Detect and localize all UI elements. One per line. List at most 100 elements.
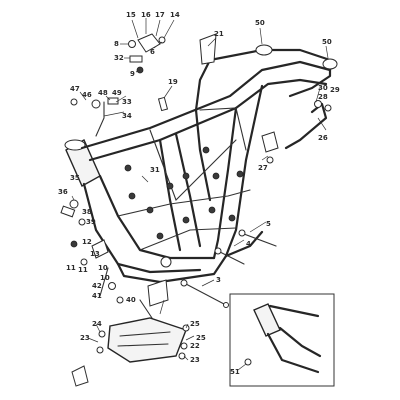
left-side-parts — [60, 199, 172, 331]
bolt-icon — [182, 216, 190, 224]
callout-8: 8 — [114, 40, 119, 48]
bolt-icon — [96, 346, 104, 354]
mount-bracket-icon — [91, 239, 109, 259]
bolt-icon — [228, 214, 236, 222]
callout-10-upper: 10 — [98, 264, 108, 272]
callout-25-upper: 25 — [190, 320, 200, 328]
bolt-icon — [124, 164, 132, 172]
right-side-parts — [180, 100, 332, 308]
callout-11-upper: 11 — [66, 264, 76, 272]
callout-48: 48 — [98, 89, 108, 97]
washer-icon — [78, 218, 86, 226]
bolt-icon — [182, 172, 190, 180]
nut-icon — [69, 199, 79, 209]
callout-42: 42 — [92, 282, 102, 290]
mount-plate-icon — [261, 131, 279, 153]
cross-brace-4 — [199, 107, 247, 151]
down-tube-right — [98, 174, 216, 260]
spacer-icon — [129, 55, 143, 63]
bolt-icon — [146, 206, 154, 214]
bolt-icon — [178, 352, 186, 360]
bolt-head-icon — [214, 247, 222, 255]
top-tube — [80, 60, 332, 150]
leader-lines — [71, 18, 329, 371]
callout-22: 22 — [190, 342, 200, 350]
callout-28: 28 — [318, 93, 328, 101]
callout-46: 46 — [82, 91, 92, 99]
long-bolt-icon — [219, 251, 245, 265]
bolt-icon — [208, 206, 216, 214]
nut-icon — [266, 156, 274, 164]
pivot-block-icon — [147, 279, 169, 307]
nut-icon — [108, 282, 116, 290]
callout-50-top: 50 — [255, 19, 265, 27]
callout-14: 14 — [170, 11, 180, 19]
plate-bracket-icon — [199, 33, 217, 65]
nut-icon — [91, 99, 101, 109]
callout-36: 36 — [58, 188, 68, 196]
callout-29: 29 — [330, 86, 340, 94]
rear-loop-cap-left — [255, 44, 273, 56]
long-bolt-icon — [185, 283, 225, 305]
washer-icon — [158, 36, 166, 44]
skid-plate-icon — [107, 317, 187, 363]
rear-down-tube-a — [212, 106, 238, 260]
mid-brace — [194, 108, 212, 202]
inset-nut-icon — [244, 358, 252, 366]
callout-50-right: 50 — [322, 38, 332, 46]
washer-icon — [116, 296, 124, 304]
callout-47: 47 — [70, 85, 80, 93]
stud-icon — [95, 101, 105, 137]
callout-labels: 15 16 17 14 8 6 32 9 21 50 50 47 46 48 4… — [58, 11, 340, 376]
callout-21: 21 — [214, 30, 224, 38]
callout-16: 16 — [141, 11, 151, 19]
bolt-icon — [166, 182, 174, 190]
bushing-icon — [160, 256, 172, 268]
bolt-icon — [236, 170, 244, 178]
callout-11-lower: 11 — [78, 266, 88, 274]
skid-plate-rib — [117, 343, 169, 347]
callout-32: 32 — [114, 54, 124, 62]
callout-39: 39 — [86, 218, 96, 226]
spacer-icon — [60, 205, 76, 218]
cross-brace-2 — [117, 189, 251, 217]
rear-loop-cap-right — [322, 58, 338, 70]
nut-icon — [314, 100, 322, 108]
skid-plate-rib — [119, 331, 171, 337]
top-tube-lower — [88, 78, 328, 162]
cross-brace-3 — [139, 227, 237, 251]
callout-49: 49 — [112, 89, 122, 97]
washer-icon — [80, 258, 88, 266]
callout-41: 41 — [92, 292, 102, 300]
bolt-icon — [180, 342, 188, 350]
skid-plate-group — [96, 317, 190, 363]
callout-34: 34 — [122, 112, 132, 120]
inset-brace — [278, 326, 322, 358]
callout-40: 40 — [126, 296, 136, 304]
stud-icon — [99, 267, 109, 297]
callout-13: 13 — [90, 250, 100, 258]
callout-15: 15 — [126, 11, 136, 19]
frame-bolts — [124, 146, 244, 240]
nut-icon — [128, 40, 136, 48]
bolt-head-icon — [238, 229, 246, 237]
callout-9: 9 — [130, 70, 135, 78]
bolt-icon — [98, 330, 106, 338]
callout-26: 26 — [318, 134, 328, 142]
pivot-plate — [224, 230, 264, 258]
callout-38: 38 — [82, 208, 92, 216]
rear-upper-rail — [194, 48, 264, 112]
callout-25-lower: 25 — [196, 334, 206, 342]
bolt-head-icon — [180, 279, 188, 287]
top-left-parts — [70, 33, 217, 137]
inset-detail — [229, 293, 335, 387]
callout-24: 24 — [92, 320, 102, 328]
callout-23-left: 23 — [80, 334, 90, 342]
callout-6: 6 — [150, 48, 155, 56]
callout-35: 35 — [70, 174, 80, 182]
callout-30: 30 — [318, 84, 328, 92]
corner-marker-icon — [71, 365, 89, 387]
callout-12: 12 — [82, 238, 92, 246]
